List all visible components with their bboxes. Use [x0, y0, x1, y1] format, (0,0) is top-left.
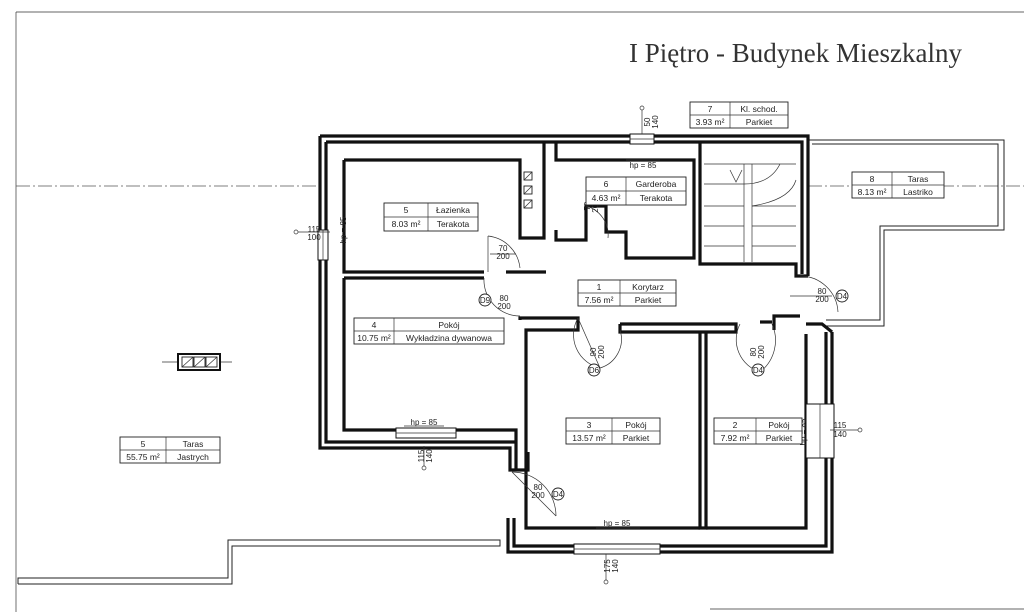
dim-hp-pokoj3: hp = 85: [604, 519, 631, 528]
dim-lazienka-door-width: 70: [499, 244, 508, 253]
room-area: 3.93 m²: [696, 117, 725, 127]
room-number: 2: [733, 420, 738, 430]
windows: [317, 133, 835, 555]
ventilation-ducts: [523, 171, 533, 209]
door-tags: D9 D6 D4 D4 D4: [478, 289, 849, 501]
dim-pokoj4-door-height: 200: [497, 302, 511, 311]
room-area: 7.56 m²: [585, 295, 614, 305]
room-floor: Parkiet: [623, 433, 650, 443]
dim-ext-door-height: 200: [531, 491, 545, 500]
door-swings: [483, 205, 839, 517]
dim-taras-door-height: 200: [815, 295, 829, 304]
room-floor: Parkiet: [766, 433, 793, 443]
room-label-lazienka: 5 Łazienka 8.03 m² Terakota: [383, 202, 479, 232]
dim-garderoba-door-width: 70: [583, 201, 592, 210]
room-area: 7.92 m²: [721, 433, 750, 443]
room-label-pokoj-3: 3 Pokój 13.57 m² Parkiet: [565, 417, 661, 445]
dim-taras-door-width: 80: [818, 287, 827, 296]
room-label-pokoj-4: 4 Pokój 10.75 m² Wykładzina dywanowa: [353, 317, 505, 345]
chimney-symbol: [162, 353, 232, 371]
room-area: 55.75 m²: [126, 452, 160, 462]
room-floor: Lastriko: [903, 187, 933, 197]
dim-hp-top: hp = 85: [630, 161, 657, 170]
room-name: Pokój: [438, 320, 459, 330]
staircase: [704, 163, 797, 262]
room-floor: Parkiet: [746, 117, 773, 127]
room-area: 8.13 m²: [858, 187, 887, 197]
room-name: Pokój: [625, 420, 646, 430]
room-label-korytarz: 1 Korytarz 7.56 m² Parkiet: [577, 279, 677, 307]
terrace-8-outline-outer: [808, 139, 1005, 327]
room-number: 5: [141, 439, 146, 449]
dimension-leaders: [293, 105, 863, 585]
dim-hp-left: hp = 85: [339, 216, 348, 243]
room-floor: Parkiet: [635, 295, 662, 305]
room-number: 5: [404, 205, 409, 215]
room-label-garderoba: 6 Garderoba 4.63 m² Terakota: [585, 176, 687, 206]
room-name: Korytarz: [632, 282, 664, 292]
room-floor: Terakota: [640, 193, 673, 203]
room-number: 7: [708, 104, 713, 114]
dim-pokoj2-door-height: 200: [757, 345, 766, 359]
dim-hp-pokoj2: hp = 85: [799, 418, 808, 445]
dim-pokoj3-window-height: 140: [611, 559, 620, 573]
dim-lazienka-door-height: 200: [496, 252, 510, 261]
dim-hp-pokoj4: hp = 85: [411, 418, 438, 427]
room-name: Pokój: [768, 420, 789, 430]
room-name: Taras: [908, 174, 929, 184]
dimension-labels: 50 140 hp = 85 115 100 hp = 85 70 200 70…: [307, 115, 847, 573]
dim-pokoj4-window-width: 115: [417, 449, 426, 462]
dim-window-height: 140: [651, 115, 660, 129]
door-tag-d4-c: D4: [553, 490, 564, 499]
dim-pokoj2-window-width: 115: [834, 421, 847, 430]
dim-left-window-height: 100: [307, 233, 321, 242]
room-number: 1: [597, 282, 602, 292]
room-floor: Terakota: [437, 219, 470, 229]
dim-pokoj3-door-width: 90: [589, 347, 598, 356]
dim-pokoj3-window-width: 175: [603, 559, 612, 573]
room-label-taras-5: 5 Taras 55.75 m² Jastrych: [119, 436, 221, 464]
room-name: Taras: [183, 439, 204, 449]
room-area: 8.03 m²: [392, 219, 421, 229]
terrace-8-outline-inner: [812, 143, 999, 321]
room-floor: Wykładzina dywanowa: [406, 333, 492, 343]
dim-pokoj4-window-height: 140: [425, 449, 434, 463]
room-area: 4.63 m²: [592, 193, 621, 203]
dim-ext-door-width: 80: [534, 483, 543, 492]
door-tag-d4-b: D4: [837, 292, 848, 301]
dim-pokoj2-door-width: 80: [749, 347, 758, 356]
door-tag-d9: D9: [480, 296, 491, 305]
dim-pokoj4-door-width: 80: [500, 294, 509, 303]
room-number: 8: [870, 174, 875, 184]
dim-garderoba-door-height: 200: [591, 199, 600, 213]
door-tag-d4-a: D4: [753, 366, 764, 375]
room-area: 10.75 m²: [357, 333, 391, 343]
room-label-taras-8: 8 Taras 8.13 m² Lastriko: [851, 171, 945, 199]
room-name: Łazienka: [436, 205, 470, 215]
room-number: 4: [372, 320, 377, 330]
door-tag-d6: D6: [589, 366, 600, 375]
room-number: 3: [587, 420, 592, 430]
room-number: 6: [604, 179, 609, 189]
room-label-klatka: 7 Kl. schod. 3.93 m² Parkiet: [689, 101, 789, 129]
room-name: Kl. schod.: [740, 104, 777, 114]
terrace-5-outline: [17, 539, 501, 585]
room-label-pokoj-2: 2 Pokój 7.92 m² Parkiet: [713, 417, 803, 445]
room-floor: Jastrych: [177, 452, 209, 462]
drawing-title: I Piętro - Budynek Mieszkalny: [629, 38, 962, 68]
dim-pokoj3-door-height: 200: [597, 345, 606, 359]
dim-pokoj2-window-height: 140: [833, 430, 847, 439]
room-area: 13.57 m²: [572, 433, 606, 443]
dim-left-window-width: 115: [308, 225, 321, 234]
dim-window-width: 50: [643, 117, 652, 126]
room-name: Garderoba: [636, 179, 677, 189]
